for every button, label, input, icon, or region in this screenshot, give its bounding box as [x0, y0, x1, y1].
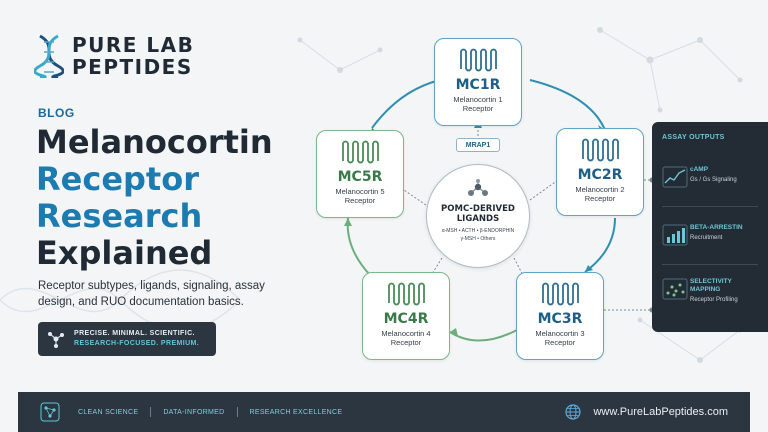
mrap1-badge: MRAP1 [456, 138, 500, 152]
footer-item-clean-science: CLEAN SCIENCE [78, 408, 139, 416]
receptor-name-line-2: Receptor [462, 104, 494, 113]
assay-item-beta-arrestin[interactable]: BETA-ARRESTIN Recruitment [662, 218, 762, 266]
spoke-mc4 [424, 257, 443, 286]
receptor-code: MC5R [337, 169, 383, 185]
assay-header: ASSAY OUTPUTS [662, 134, 725, 141]
line-graph-icon [662, 166, 688, 188]
assay-title-line-1: cAMP [690, 166, 709, 173]
receptor-code: MC2R [577, 167, 623, 183]
center-title-line-2: LIGANDS [456, 214, 500, 224]
assay-desc: Receptor Profiling [690, 297, 738, 303]
ligand-center-node[interactable]: POMC-DERIVED LIGANDS α-MSH • ACTH • β-EN… [426, 164, 530, 268]
spoke-mc5 [403, 189, 427, 206]
ring-arc-mc1-mc2 [529, 79, 606, 131]
footer-item-data-informed: DATA-INFORMED [163, 408, 225, 416]
ring-arc-mc3-mc4 [449, 329, 518, 342]
receptor-card-mc2r[interactable]: MC2R Melanocortin 2 Receptor [556, 128, 644, 216]
center-subtitle-line-1: α-MSH • ACTH • β-ENDORPHIN [441, 228, 515, 234]
receptor-helix-icon [342, 140, 379, 164]
receptor-code: MC3R [537, 311, 583, 327]
dna-logo-icon [34, 34, 64, 78]
assay-item-camp[interactable]: cAMP Gs / Gs Signaling [662, 160, 762, 208]
website-link[interactable]: www.PureLabPeptides.com [593, 406, 728, 418]
footer-item-research-excellence: RESEARCH EXCELLENCE [249, 408, 343, 416]
receptor-name: Melanocortin 4 Receptor [381, 329, 430, 347]
center-subtitle: α-MSH • ACTH • β-ENDORPHIN γ-MSH • Other… [431, 227, 525, 243]
globe-icon [565, 404, 582, 420]
assay-title: BETA-ARRESTIN [690, 224, 762, 232]
title-line-2: Receptor [36, 160, 199, 198]
spoke-mc2 [529, 179, 559, 201]
receptor-name: Melanocortin 5 Receptor [335, 187, 384, 205]
brand-logo[interactable]: PURE LAB PEPTIDES [34, 34, 194, 78]
receptor-helix-icon [388, 282, 425, 306]
receptor-name-line-2: Receptor [344, 196, 376, 205]
receptor-name: Melanocortin 3 Receptor [535, 329, 584, 347]
bar-graph-icon [662, 224, 688, 246]
footer-separator [236, 407, 238, 417]
footer-separator [150, 407, 152, 417]
tagline-line-2: RESEARCH-FOCUSED. PREMIUM. [74, 340, 200, 347]
receptor-name-line-1: Melanocortin 1 [453, 95, 503, 104]
receptor-helix-icon [542, 282, 579, 306]
center-title-line-1: POMC-DERIVED [441, 204, 515, 214]
tagline-box: PRECISE. MINIMAL. SCIENTIFIC. RESEARCH-F… [38, 322, 216, 356]
center-subtitle-line-2: γ-MSH • Others [460, 236, 496, 242]
arrow-to-mc4 [450, 328, 458, 336]
tagline-line-1: PRECISE. MINIMAL. SCIENTIFIC. [74, 330, 195, 337]
receptor-name-line-1: Melanocortin 2 [575, 185, 625, 194]
receptor-name-line-1: Melanocortin 3 [535, 329, 585, 338]
receptor-name-line-1: Melanocortin 5 [335, 187, 385, 196]
arrow-to-mc5 [344, 218, 352, 226]
assay-title-line-1: SELECTIVITY [690, 278, 732, 285]
assay-desc: Gs / Gs Signaling [690, 177, 737, 183]
ring-arc-mc4-mc5 [346, 217, 371, 276]
receptor-helix-icon [460, 48, 497, 72]
receptor-name-line-2: Receptor [584, 194, 616, 203]
logo-line-2: PEPTIDES [72, 55, 193, 79]
title-line-4: Explained [36, 234, 213, 272]
assay-desc: Recruitment [690, 235, 723, 241]
scatter-icon [662, 278, 688, 300]
receptor-card-mc4r[interactable]: MC4R Melanocortin 4 Receptor [362, 272, 450, 360]
receptor-name: Melanocortin 2 Receptor [575, 185, 624, 203]
assay-title: cAMP [690, 166, 762, 174]
assay-title: SELECTIVITY MAPPING [690, 278, 762, 294]
footer-bar: CLEAN SCIENCE DATA-INFORMED RESEARCH EXC… [18, 392, 750, 432]
title-line-3: Research [36, 197, 203, 235]
receptor-name-line-1: Melanocortin 4 [381, 329, 431, 338]
molecule-icon [468, 179, 488, 196]
center-title: POMC-DERIVED LIGANDS [441, 204, 515, 224]
arrow-to-mc3 [585, 265, 593, 272]
assay-divider [662, 264, 758, 265]
receptor-name-line-2: Receptor [390, 338, 422, 347]
receptor-card-mc1r[interactable]: MC1R Melanocortin 1 Receptor [434, 38, 522, 126]
page-title: Melanocortin Receptor Research Explained [36, 124, 273, 272]
network-icon [40, 402, 60, 422]
page-subtitle: Receptor subtypes, ligands, signaling, a… [38, 280, 265, 308]
receptor-name-line-2: Receptor [544, 338, 576, 347]
receptor-card-mc3r[interactable]: MC3R Melanocortin 3 Receptor [516, 272, 604, 360]
assay-title-line-2: MAPPING [690, 286, 721, 293]
assay-item-selectivity-mapping[interactable]: SELECTIVITY MAPPING Receptor Profiling [662, 272, 762, 320]
assay-outputs-panel: ASSAY OUTPUTS cAMP Gs / Gs Signaling BET… [652, 122, 768, 332]
receptor-code: MC4R [383, 311, 429, 327]
ring-arc-mc5-mc1 [371, 79, 441, 129]
receptor-helix-icon [582, 138, 619, 162]
receptor-card-mc5r[interactable]: MC5R Melanocortin 5 Receptor [316, 130, 404, 218]
assay-divider [662, 206, 758, 207]
blog-tag: BLOG [38, 106, 75, 120]
assay-title-line-1: BETA-ARRESTIN [690, 224, 743, 231]
molecule-icon [48, 332, 64, 348]
receptor-code: MC1R [455, 77, 501, 93]
logo-line-1: PURE LAB [72, 33, 195, 57]
receptor-name: Melanocortin 1 Receptor [453, 95, 502, 113]
ring-arc-mc2-mc3 [584, 217, 616, 273]
title-line-1: Melanocortin [36, 123, 273, 161]
